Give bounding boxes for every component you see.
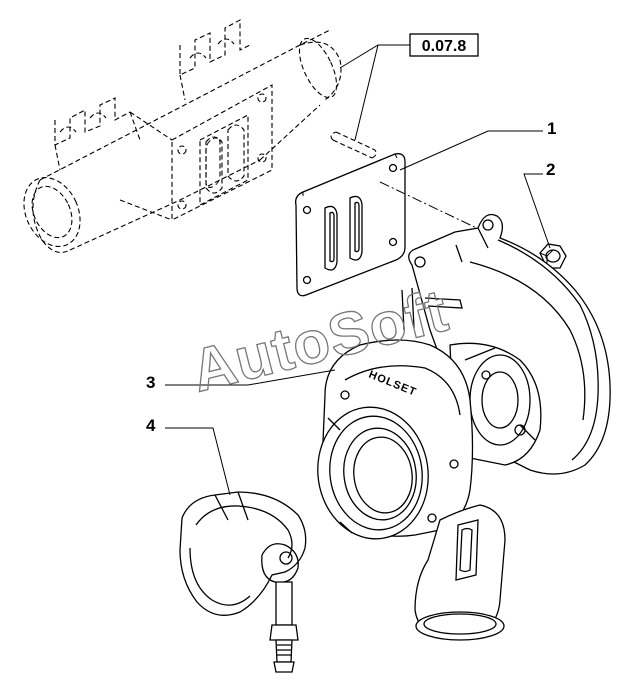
callout-1: 1 (399, 119, 556, 171)
callout-2-label: 2 (546, 160, 555, 179)
callout-3-label: 3 (146, 373, 155, 392)
exhaust-stud (330, 131, 377, 159)
reference-callout: 0.07.8 (339, 33, 479, 141)
turbo-gasket (295, 153, 406, 297)
turbocharger: HOLSET (317, 213, 611, 641)
callout-4-label: 4 (146, 416, 156, 435)
reference-label: 0.07.8 (422, 38, 467, 55)
callout-4: 4 (146, 416, 231, 496)
callout-3: 3 (146, 369, 336, 392)
exhaust-manifold (23, 19, 342, 253)
callout-1-label: 1 (547, 119, 556, 138)
stud-axis-line (379, 181, 549, 263)
v-band-clamp (179, 491, 307, 673)
callout-2: 2 (523, 160, 555, 249)
